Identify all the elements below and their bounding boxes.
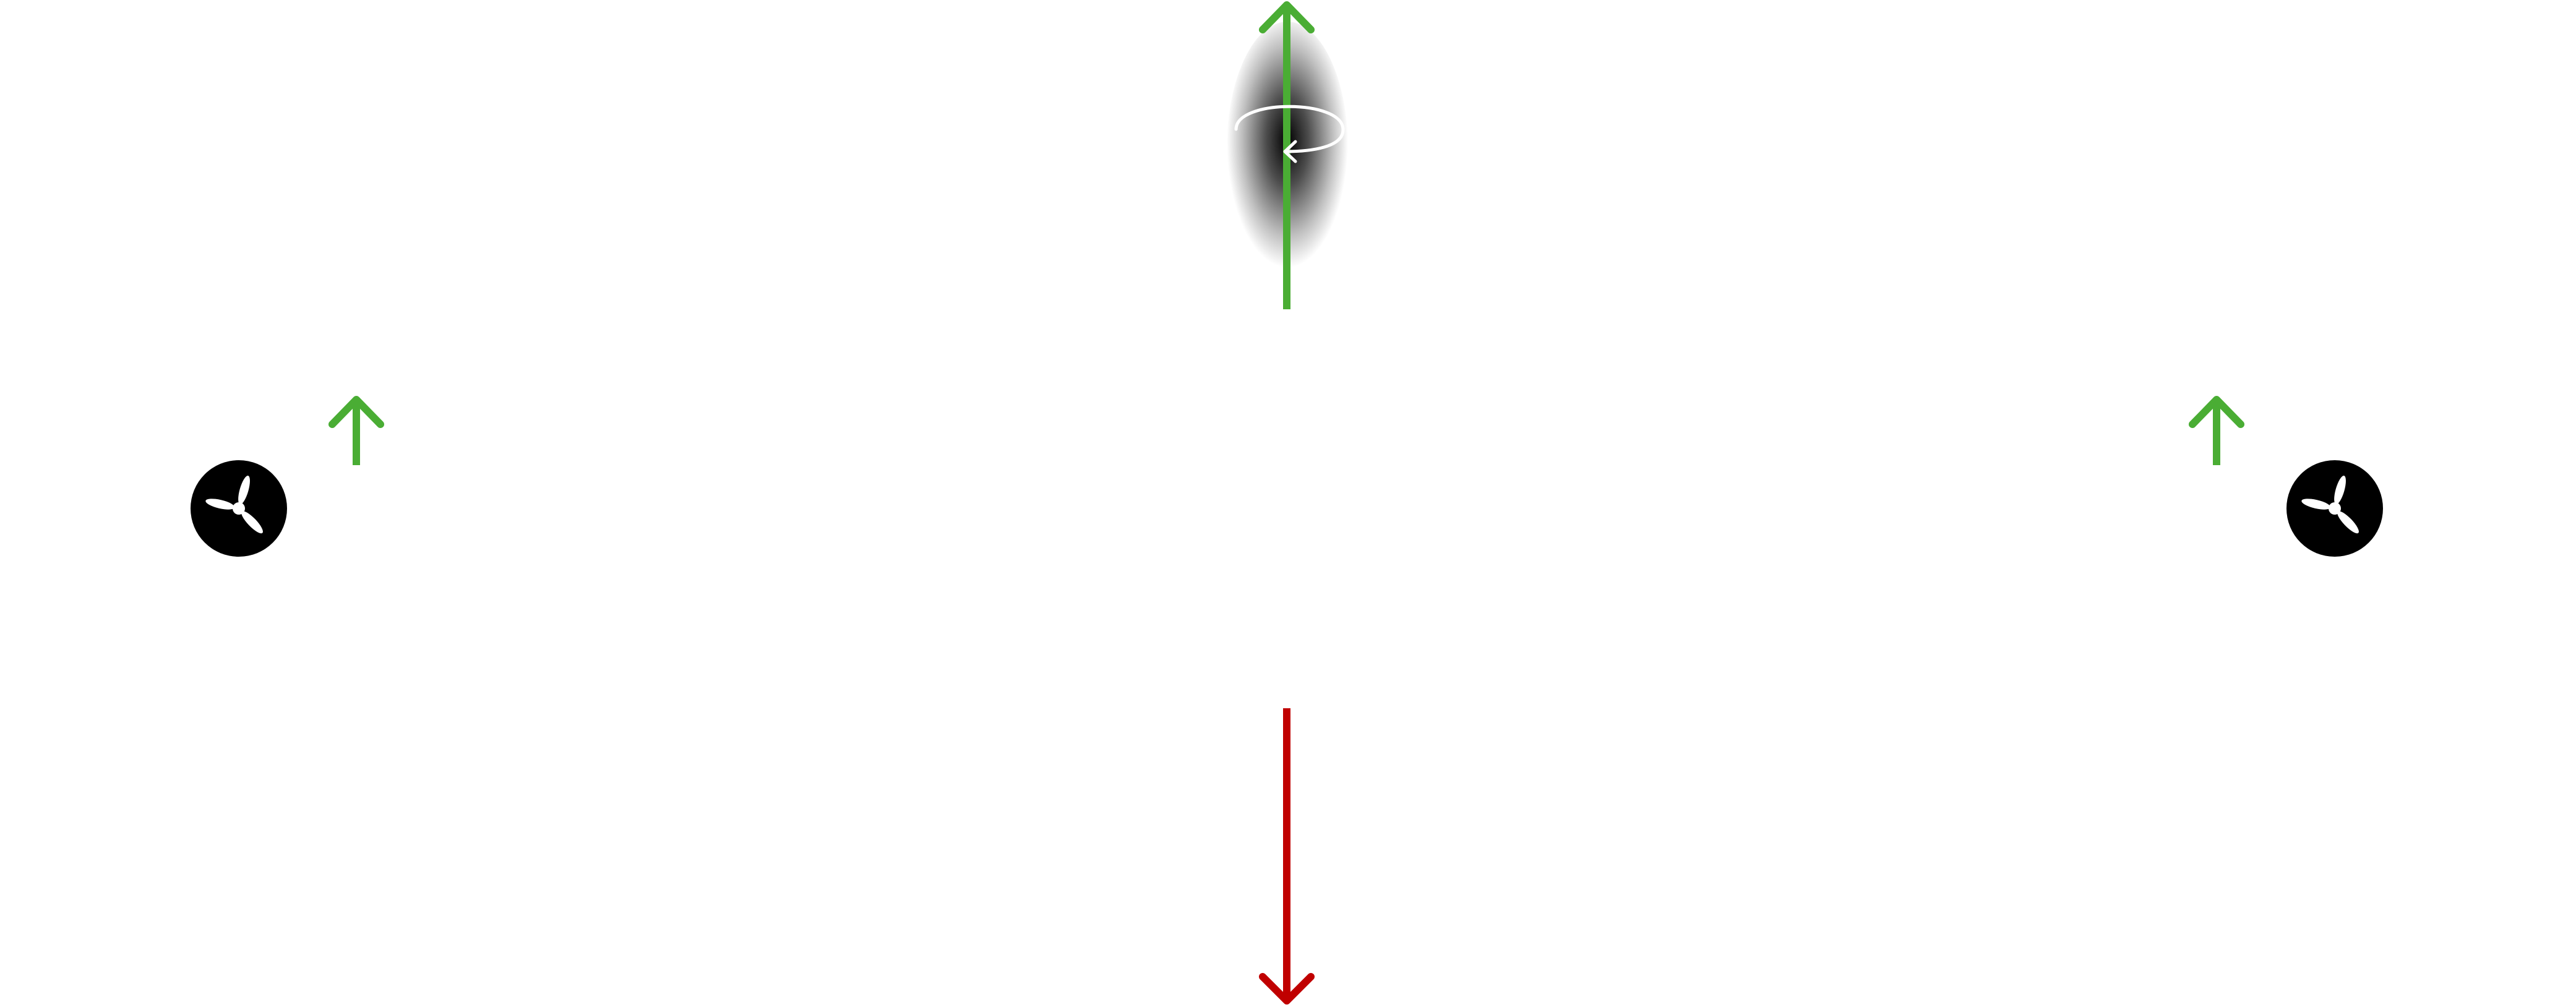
right-fan-icon [2286,460,2383,557]
left-fan-icon [191,460,287,557]
rotate-counterclockwise-icon [1234,105,1345,163]
left-fan-thrust-arrow-icon [328,396,384,465]
right-fan-thrust-arrow-icon [2189,396,2244,465]
center-thrust-arrow-icon [1259,1,1315,309]
weight-arrow-icon [1259,708,1315,1005]
